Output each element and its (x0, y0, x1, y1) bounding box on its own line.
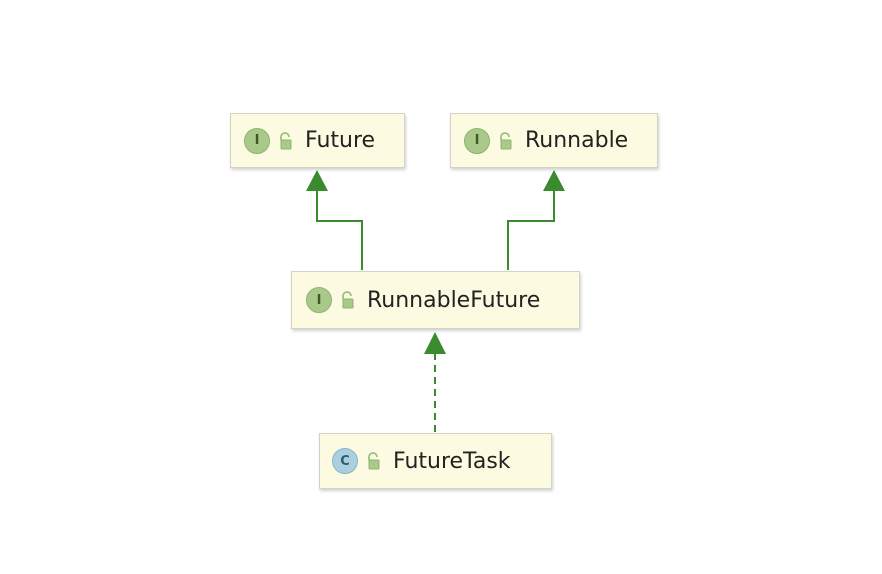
edge-runnablefuture-to-future (316, 190, 363, 270)
node-runnable[interactable]: I Runnable (450, 113, 658, 168)
node-label-runnable: Runnable (525, 128, 629, 153)
node-future[interactable]: I Future (230, 113, 405, 168)
interface-badge-icon: I (464, 127, 490, 154)
edge-arrowhead-future (306, 170, 328, 191)
node-futuretask[interactable]: C FutureTask (319, 433, 552, 489)
unlocked-lock-icon (280, 131, 292, 149)
interface-badge-icon: I (244, 127, 270, 154)
unlocked-lock-icon (342, 291, 354, 309)
interface-badge-icon: I (306, 287, 332, 313)
node-label-futuretask: FutureTask (393, 448, 511, 474)
class-badge-icon: C (332, 448, 358, 474)
edge-arrowhead-runnable (543, 170, 565, 191)
node-label-future: Future (305, 128, 376, 153)
unlocked-lock-icon (500, 131, 512, 149)
edge-arrowhead-runnablefuture (424, 332, 446, 354)
unlocked-lock-icon (368, 452, 380, 470)
node-label-runnablefuture: RunnableFuture (367, 287, 541, 313)
node-runnablefuture[interactable]: I RunnableFuture (291, 271, 580, 329)
edge-runnablefuture-to-runnable (507, 190, 555, 270)
